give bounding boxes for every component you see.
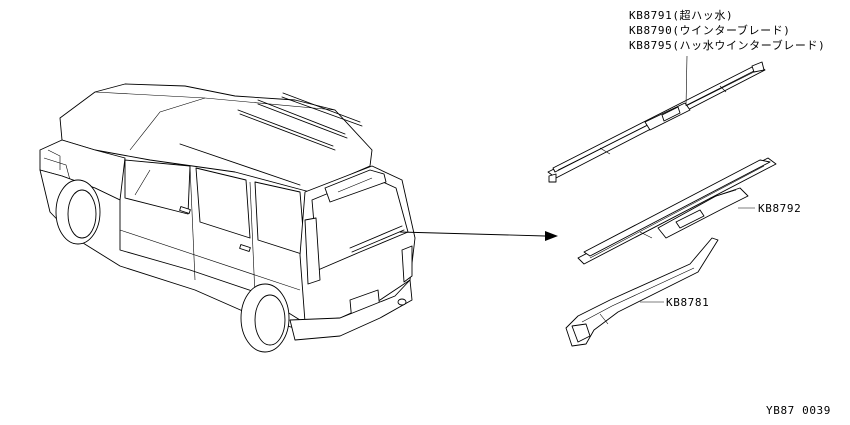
car-illustration [39,83,416,353]
figure-code: YB87 0039 [766,404,832,417]
label-kb8795: KB8795(ハッ水ウインターブレード) [629,39,826,52]
label-kb8790: KB8790(ウインターブレード) [629,24,791,37]
label-kb8791: KB8791(超ハッ水) [629,9,734,22]
reference-arrow [399,231,558,241]
rear-wiper-arm [565,237,719,347]
winter-wiper-blade [547,55,766,183]
label-kb8792: KB8792 [758,202,802,215]
rear-wiper-blade [577,157,777,265]
label-kb8781: KB8781 [666,296,710,309]
